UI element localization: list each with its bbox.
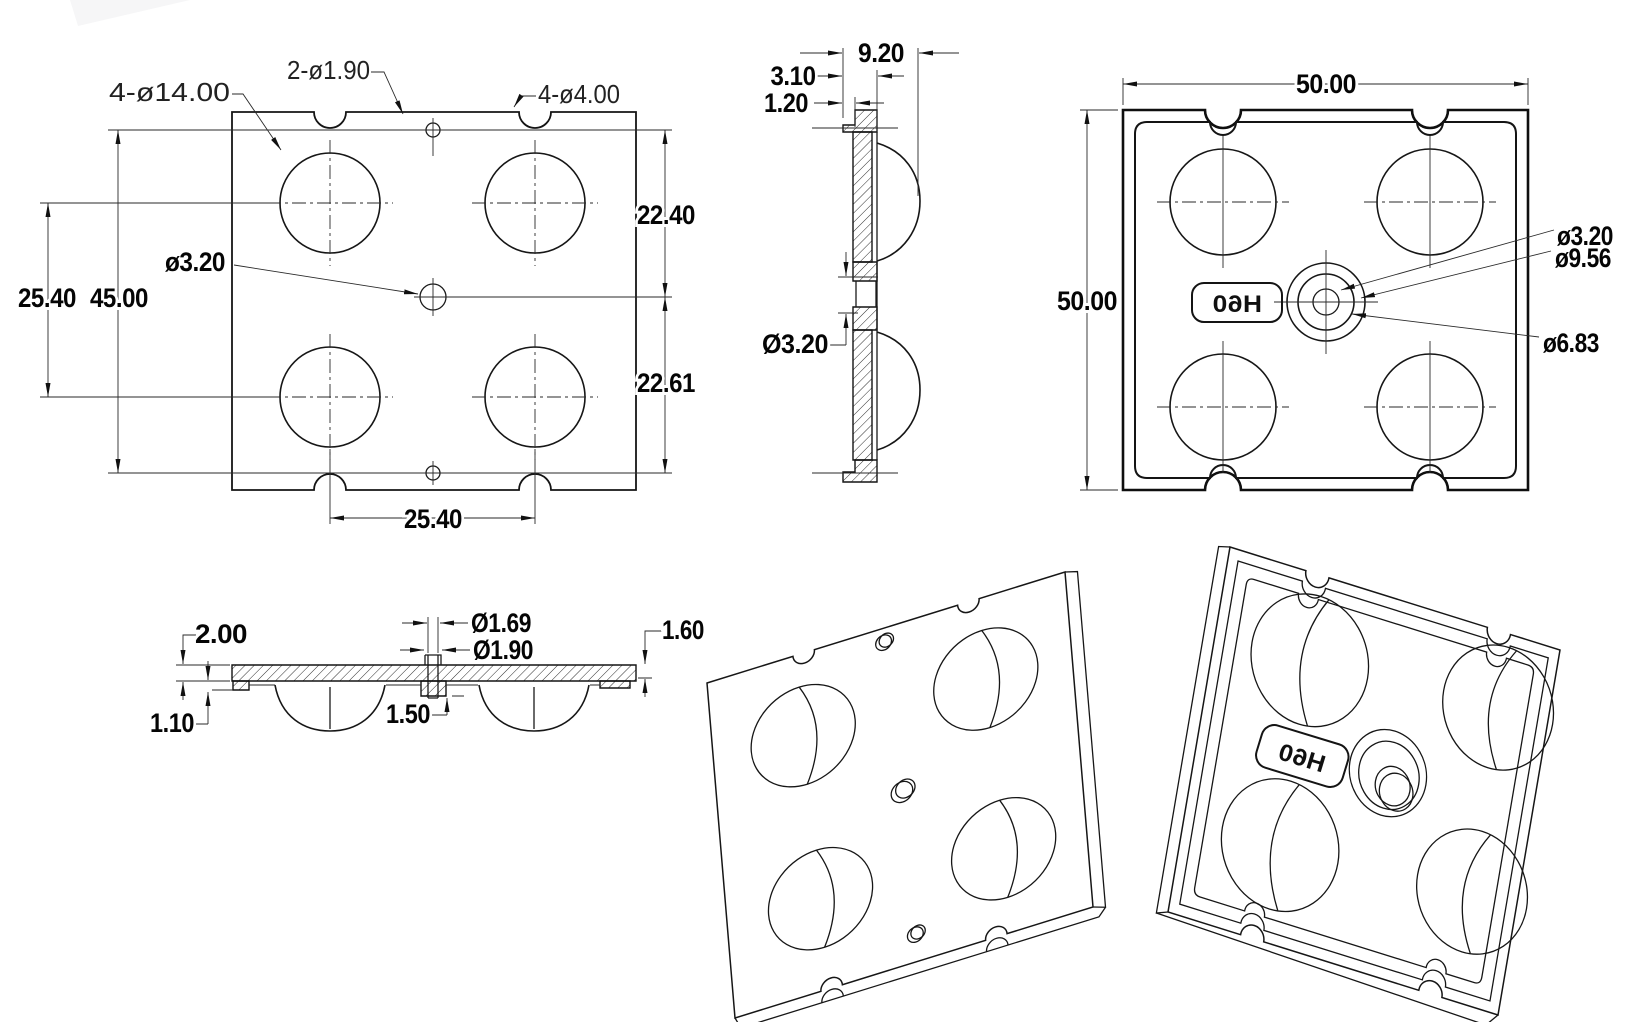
dim-center-hole: ø3.20	[165, 247, 225, 277]
dim-lower: 22.61	[637, 368, 695, 398]
centerlines	[267, 140, 598, 460]
dim-hole-id: Ø1.69	[471, 608, 531, 638]
dim-total-depth: 9.20	[858, 38, 904, 68]
side-section-view: 9.20 3.10 1.20 Ø3.20	[759, 35, 959, 483]
iso-back-view	[1155, 544, 1570, 1022]
back-outline	[1121, 108, 1530, 492]
callout-pin-holes: 2-ø1.90	[287, 55, 370, 85]
dim-step: 3.10	[771, 61, 816, 91]
dim-rim: 1.60	[662, 615, 704, 645]
callout-boss-outer: ø9.56	[1555, 243, 1611, 273]
dim-row-pitch: 25.40	[18, 283, 76, 313]
callout-edge-notches: 4-ø4.00	[538, 79, 620, 109]
dim-thickness: 2.00	[195, 619, 247, 649]
dim-width: 50.00	[1296, 69, 1356, 99]
part-marking-iso: H60	[1255, 724, 1350, 789]
back-inner-rim	[1134, 121, 1517, 479]
dim-flange: 1.20	[764, 88, 808, 118]
back-view: H60 50.00 50.00 ø3.20 ø9.56 ø6.83	[1054, 66, 1617, 492]
dim-side-hole: Ø3.20	[762, 329, 828, 359]
callout-boss-mid: ø6.83	[1543, 328, 1599, 358]
dim-boss: 1.50	[386, 699, 430, 729]
front-outline	[231, 111, 637, 491]
dim-upper: 22.40	[637, 200, 695, 230]
dim-height: 50.00	[1057, 286, 1117, 316]
dim-pin-span: 45.00	[90, 283, 148, 313]
dim-col-pitch: 25.40	[404, 504, 462, 534]
callout-boss-hole: ø3.20	[1557, 221, 1613, 251]
iso-front-view	[707, 568, 1106, 1022]
marking-text-mirrored: H60	[1212, 291, 1262, 318]
dim-foot: 1.10	[150, 708, 194, 738]
callout-lens-holes: 4-ø14.00	[109, 77, 230, 107]
cross-section-view: 2.00 1.10 Ø1.69 Ø1.90 1.50 1.60	[147, 605, 708, 741]
watermark	[70, 0, 190, 26]
part-marking-back: H60	[1191, 282, 1283, 323]
dim-hole-od: Ø1.90	[473, 635, 533, 665]
front-view: 4-ø14.00 2-ø1.90 4-ø4.00 25.40 45.00 ø3.…	[15, 53, 699, 537]
